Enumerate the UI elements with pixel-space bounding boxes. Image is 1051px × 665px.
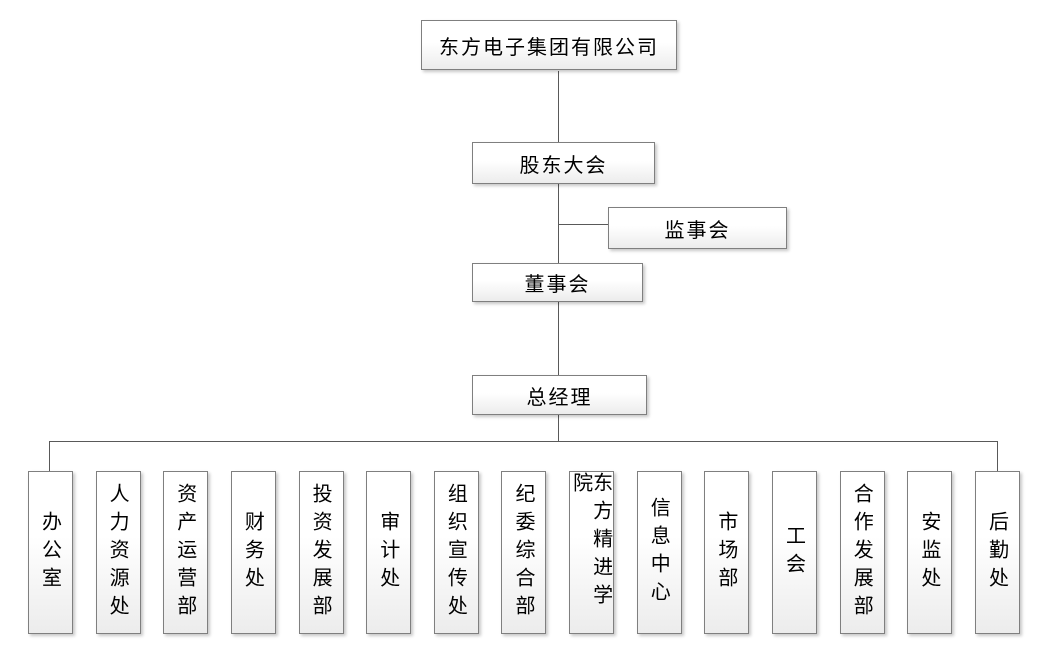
org-node-shareholders-meeting: 股东大会 [472,142,655,184]
org-node-board-of-directors: 董事会 [472,263,643,302]
connector-bus-drop-left [49,441,50,471]
org-node-department: 组织宣传处 [433,471,479,634]
org-node-department-label: 资产运营部 [173,482,198,623]
org-node-department-label: 组织宣传处 [444,482,469,623]
org-node-shareholders-meeting-label: 股东大会 [519,152,608,177]
org-node-department: 后勤处 [974,471,1020,634]
org-node-company-label: 东方电子集团有限公司 [439,34,659,59]
org-node-department: 东方精进学院 [569,471,615,634]
org-node-department: 审计处 [366,471,412,634]
org-node-department-label: 审计处 [376,510,401,595]
org-node-department-label: 纪委综合部 [511,482,536,623]
org-node-department: 工会 [772,471,818,634]
org-node-board-of-directors-label: 董事会 [524,272,591,296]
connector-bus-drop-right [997,441,998,471]
connector-supervisors-branch [558,224,608,225]
org-node-department-label: 安监处 [917,510,942,595]
org-node-supervisory-board-label: 监事会 [664,217,731,242]
org-node-general-manager: 总经理 [472,375,647,415]
org-node-department: 市场部 [704,471,750,634]
connector-board-gm [558,302,559,375]
org-node-department: 纪委综合部 [501,471,547,634]
department-row: 办公室 人力资源处 资产运营部 财务处 投资发展部 审计处 组织宣传处 纪委综合部 东方精进学院… [28,471,1020,634]
org-node-company: 东方电子集团有限公司 [421,20,677,70]
org-node-department-label: 工会 [782,524,807,581]
org-node-department: 办公室 [28,471,73,634]
org-node-department-label: 办公室 [38,510,63,595]
org-node-department-label: 投资发展部 [309,482,334,623]
org-node-department-label: 东方精进学院 [569,472,614,612]
org-node-supervisory-board: 监事会 [608,207,787,249]
connector-company-shareholders [558,71,559,142]
org-node-department: 安监处 [907,471,953,634]
org-node-department-label: 合作发展部 [850,482,875,623]
org-node-department: 人力资源处 [95,471,141,634]
connector-shareholders-board [558,184,559,263]
org-node-department-label: 市场部 [714,510,739,595]
org-node-department-label: 信息中心 [647,496,672,609]
connector-department-bus [49,441,997,442]
org-node-department-label: 人力资源处 [106,482,131,623]
connector-gm-bus [558,415,559,442]
org-node-general-manager-label: 总经理 [526,384,593,409]
org-node-department: 合作发展部 [839,471,885,634]
org-node-department: 投资发展部 [298,471,344,634]
org-node-department: 资产运营部 [163,471,209,634]
org-node-department-label: 后勤处 [985,510,1010,595]
org-node-department: 财务处 [230,471,276,634]
org-node-department: 信息中心 [636,471,682,634]
org-node-department-label: 财务处 [241,510,266,595]
